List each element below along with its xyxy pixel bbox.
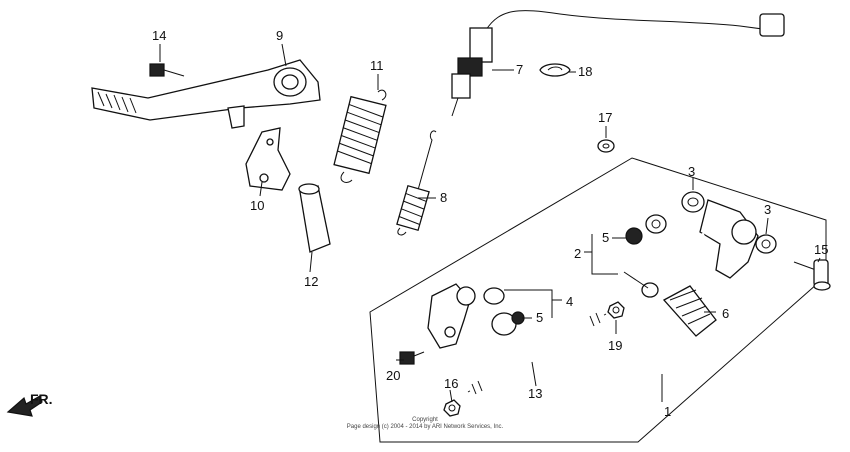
callout-3-right: 3 <box>764 202 771 217</box>
callout-3-left: 3 <box>688 164 695 179</box>
nut-19 <box>607 301 625 319</box>
nut-16 <box>443 399 461 417</box>
bracket-10 <box>245 127 291 191</box>
callout-17: 17 <box>598 110 612 125</box>
callout-10: 10 <box>250 198 264 213</box>
callout-18: 18 <box>578 64 592 79</box>
callout-6: 6 <box>722 306 729 321</box>
copyright-line-1: Copyright <box>412 417 438 423</box>
callout-labels: 1 2 3 3 4 5 5 6 7 8 9 10 11 12 13 14 15 … <box>152 28 828 419</box>
callout-15: 15 <box>814 242 828 257</box>
callout-16: 16 <box>444 376 458 391</box>
washer-17 <box>597 139 615 153</box>
callout-1: 1 <box>664 404 671 419</box>
callout-20: 20 <box>386 368 400 383</box>
callout-12: 12 <box>304 274 318 289</box>
brake-pedal <box>91 59 321 129</box>
callout-5-upper: 5 <box>602 230 609 245</box>
callout-11: 11 <box>370 58 384 73</box>
leader-lines <box>159 43 821 403</box>
joint-5-upper <box>625 214 667 245</box>
gearshift-pedal <box>619 199 759 298</box>
bolt-14 <box>149 63 185 77</box>
clip-18 <box>539 63 571 77</box>
peg-rubber-6 <box>662 285 717 337</box>
collar-12 <box>298 183 331 253</box>
bolt-15 <box>793 259 831 291</box>
front-direction-arrow: FR. <box>6 391 53 417</box>
callout-5-lower: 5 <box>536 310 543 325</box>
collar-3-left <box>681 191 705 213</box>
callout-19: 19 <box>608 338 622 353</box>
spring-8 <box>396 130 437 236</box>
spring-11 <box>333 89 387 183</box>
switch-7 <box>451 10 785 117</box>
copyright-line-2: Page design (c) 2004 - 2014 by ARI Netwo… <box>347 424 504 430</box>
bolt-20 <box>399 351 425 365</box>
callout-7: 7 <box>516 62 523 77</box>
callout-4: 4 <box>566 294 573 309</box>
collar-3-right <box>755 234 777 254</box>
direction-label: FR. <box>30 391 53 407</box>
callout-2: 2 <box>574 246 581 261</box>
tie-rod-arm <box>427 283 505 349</box>
joint-5-lower <box>491 311 525 336</box>
copyright-notice: Copyright Page design (c) 2004 - 2014 by… <box>347 417 504 430</box>
callout-14: 14 <box>152 28 166 43</box>
callout-13: 13 <box>528 386 542 401</box>
callout-9: 9 <box>276 28 283 43</box>
callout-8: 8 <box>440 190 447 205</box>
tie-rod-13 <box>467 312 607 395</box>
